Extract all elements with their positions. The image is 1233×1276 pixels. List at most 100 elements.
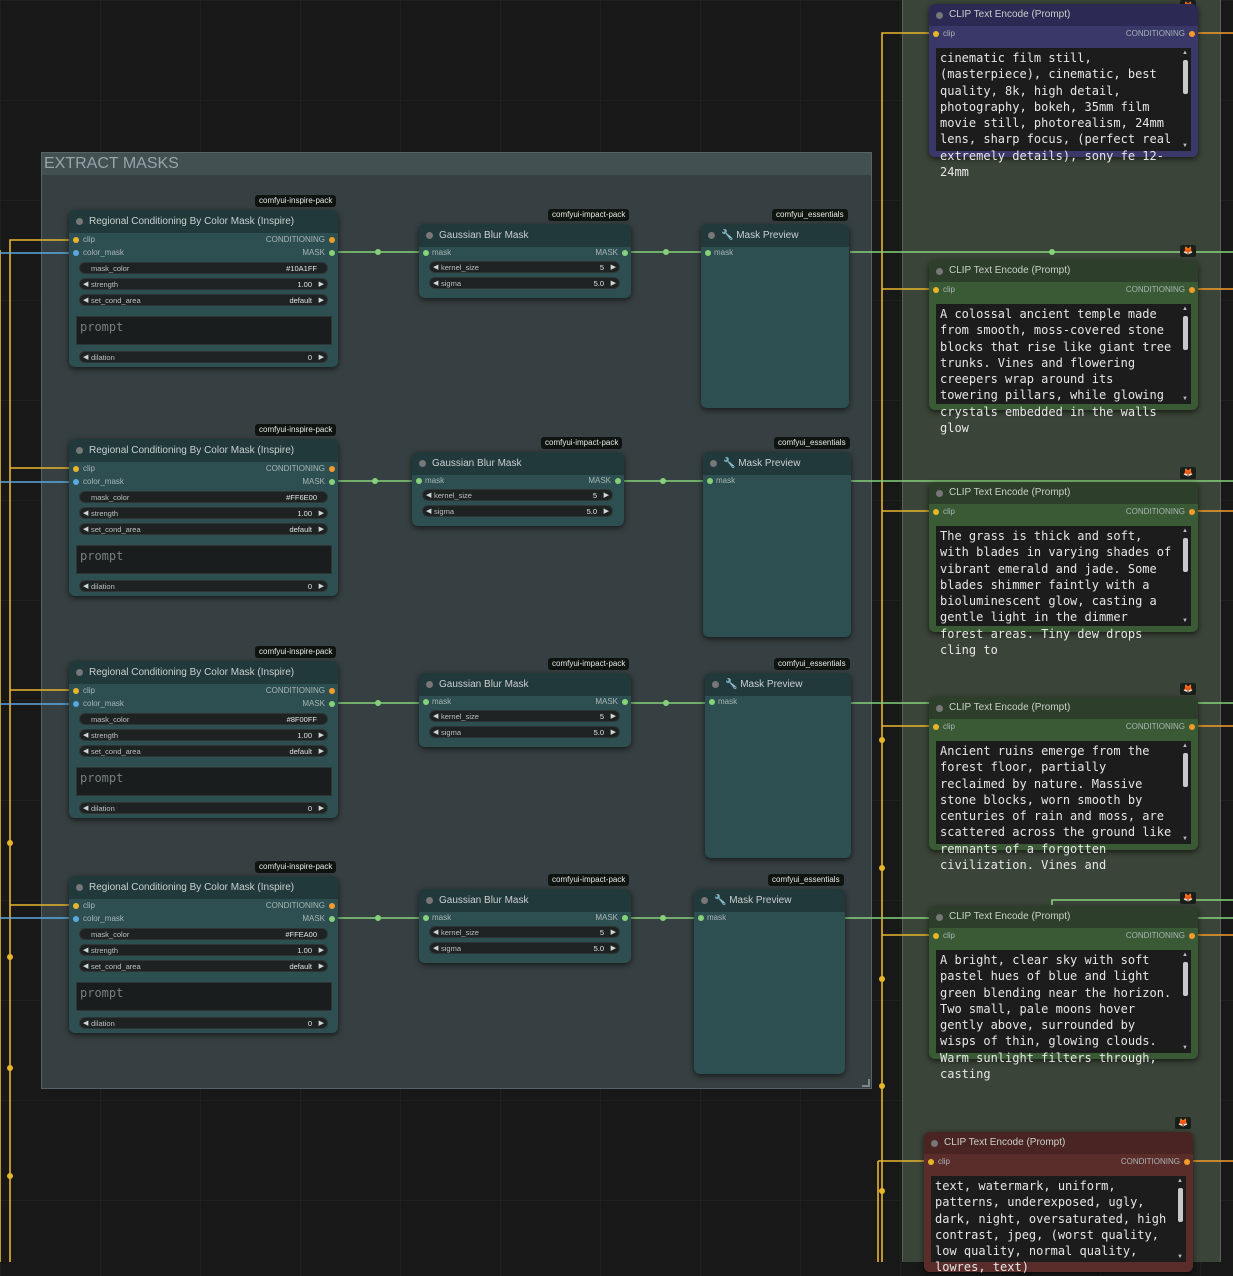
decrement-arrow[interactable]: ◀ (83, 354, 89, 361)
regional-conditioning-node[interactable]: Regional Conditioning By Color Mask (Ins… (69, 210, 338, 367)
collapse-dot[interactable] (76, 218, 83, 225)
mask-input-dot[interactable] (423, 915, 429, 921)
collapse-dot[interactable] (710, 460, 717, 467)
color-mask-input-dot[interactable] (73, 479, 79, 485)
mask-output-dot[interactable] (329, 479, 335, 485)
mask-input-dot[interactable] (705, 250, 711, 256)
text-scrollbar[interactable]: ▲▼ (1175, 1176, 1186, 1262)
node-title[interactable]: CLIP Text Encode (Prompt) (929, 260, 1198, 282)
decrement-arrow[interactable]: ◀ (83, 732, 89, 739)
decrement-arrow[interactable]: ◀ (83, 1020, 89, 1027)
increment-arrow[interactable]: ▶ (318, 805, 324, 812)
collapse-dot[interactable] (936, 490, 943, 497)
increment-arrow[interactable]: ▶ (610, 929, 616, 936)
scroll-thumb[interactable] (1183, 753, 1188, 787)
decrement-arrow[interactable]: ◀ (83, 805, 89, 812)
increment-arrow[interactable]: ▶ (318, 947, 324, 954)
clip-input-dot[interactable] (73, 903, 79, 909)
clip-input-dot[interactable] (933, 724, 939, 730)
conditioning-output-dot[interactable] (329, 237, 335, 243)
node-title[interactable]: Gaussian Blur Mask (419, 673, 631, 696)
decrement-arrow[interactable]: ◀ (83, 281, 89, 288)
prompt-text[interactable]: A bright, clear sky with soft pastel hue… (936, 950, 1180, 1081)
mask-output-dot[interactable] (615, 478, 621, 484)
color-mask-input-dot[interactable] (73, 701, 79, 707)
scroll-thumb[interactable] (1183, 316, 1188, 350)
prompt-textarea[interactable]: prompt (76, 545, 332, 574)
mask-output-dot[interactable] (622, 250, 628, 256)
clip-input-dot[interactable] (73, 237, 79, 243)
decrement-arrow[interactable]: ◀ (83, 748, 89, 755)
scroll-down-arrow[interactable]: ▼ (1182, 143, 1188, 149)
mask-input-dot[interactable] (423, 699, 429, 705)
collapse-dot[interactable] (708, 232, 715, 239)
color-mask-input-dot[interactable] (73, 916, 79, 922)
regional-conditioning-node[interactable]: Regional Conditioning By Color Mask (Ins… (69, 439, 338, 596)
decrement-arrow[interactable]: ◀ (433, 929, 439, 936)
clip-input-dot[interactable] (933, 509, 939, 515)
increment-arrow[interactable]: ▶ (610, 945, 616, 952)
group-resize-handle[interactable] (862, 1079, 870, 1087)
scroll-thumb[interactable] (1178, 1188, 1183, 1222)
increment-arrow[interactable]: ▶ (318, 583, 324, 590)
scroll-down-arrow[interactable]: ▼ (1177, 1254, 1183, 1260)
mask-input-dot[interactable] (709, 699, 715, 705)
scroll-down-arrow[interactable]: ▼ (1182, 1045, 1188, 1051)
conditioning-output-dot[interactable] (329, 466, 335, 472)
decrement-arrow[interactable]: ◀ (433, 713, 439, 720)
mask-input-dot[interactable] (707, 478, 713, 484)
prompt-text[interactable]: A colossal ancient temple made from smoo… (936, 304, 1180, 435)
text-scrollbar[interactable]: ▲▼ (1180, 950, 1191, 1053)
increment-arrow[interactable]: ▶ (610, 280, 616, 287)
mask-output-dot[interactable] (329, 701, 335, 707)
collapse-dot[interactable] (936, 705, 943, 712)
clip-input-dot[interactable] (933, 31, 939, 37)
node-title[interactable]: 🔧 Mask Preview (694, 889, 845, 912)
decrement-arrow[interactable]: ◀ (83, 947, 89, 954)
scroll-up-arrow[interactable]: ▲ (1182, 743, 1188, 749)
collapse-dot[interactable] (936, 914, 943, 921)
increment-arrow[interactable]: ▶ (318, 1020, 324, 1027)
prompt-textarea[interactable]: prompt (76, 982, 332, 1011)
node-title[interactable]: 🔧 Mask Preview (703, 452, 851, 475)
increment-arrow[interactable]: ▶ (603, 508, 609, 515)
scroll-up-arrow[interactable]: ▲ (1182, 528, 1188, 534)
node-title[interactable]: CLIP Text Encode (Prompt) (929, 4, 1198, 26)
decrement-arrow[interactable]: ◀ (83, 526, 89, 533)
prompt-text[interactable]: text, watermark, uniform, patterns, unde… (931, 1176, 1175, 1274)
node-title[interactable]: Regional Conditioning By Color Mask (Ins… (69, 661, 338, 684)
node-title[interactable]: Gaussian Blur Mask (419, 224, 631, 247)
mask-output-dot[interactable] (329, 250, 335, 256)
mask-input-dot[interactable] (416, 478, 422, 484)
mask-color-widget[interactable]: mask_color#10A1FF (79, 262, 328, 274)
clip-input-dot[interactable] (933, 287, 939, 293)
scroll-thumb[interactable] (1183, 962, 1188, 996)
node-title[interactable]: 🔧 Mask Preview (705, 673, 851, 696)
node-title[interactable]: CLIP Text Encode (Prompt) (929, 906, 1198, 928)
color-mask-input-dot[interactable] (73, 250, 79, 256)
node-title[interactable]: CLIP Text Encode (Prompt) (929, 482, 1198, 504)
increment-arrow[interactable]: ▶ (318, 526, 324, 533)
collapse-dot[interactable] (419, 460, 426, 467)
node-title[interactable]: Regional Conditioning By Color Mask (Ins… (69, 210, 338, 233)
collapse-dot[interactable] (701, 897, 708, 904)
